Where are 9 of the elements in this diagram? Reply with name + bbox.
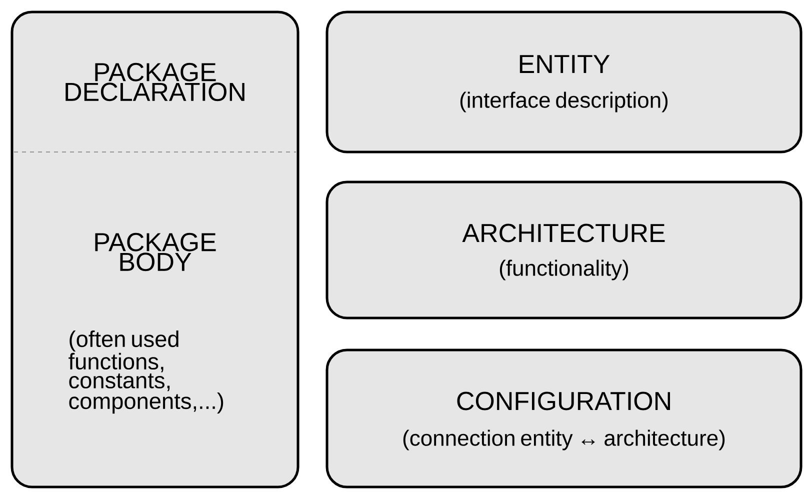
box-subtitle: (functionality) <box>500 260 628 280</box>
box-subtitle: (interface description) <box>460 92 668 112</box>
box-heading: PACKAGE BODY <box>95 232 216 272</box>
box-heading: ARCHITECTURE <box>462 224 665 242</box>
box-heading: ENTITY <box>520 55 610 73</box>
body-text: (often used functions, constants, components,...) <box>68 330 224 414</box>
box-heading: PACKAGE DECLARATION <box>66 62 244 102</box>
box-subtitle: (connection entity ↔ architecture) <box>403 430 725 450</box>
box-heading: CONFIGURATION <box>457 392 670 410</box>
